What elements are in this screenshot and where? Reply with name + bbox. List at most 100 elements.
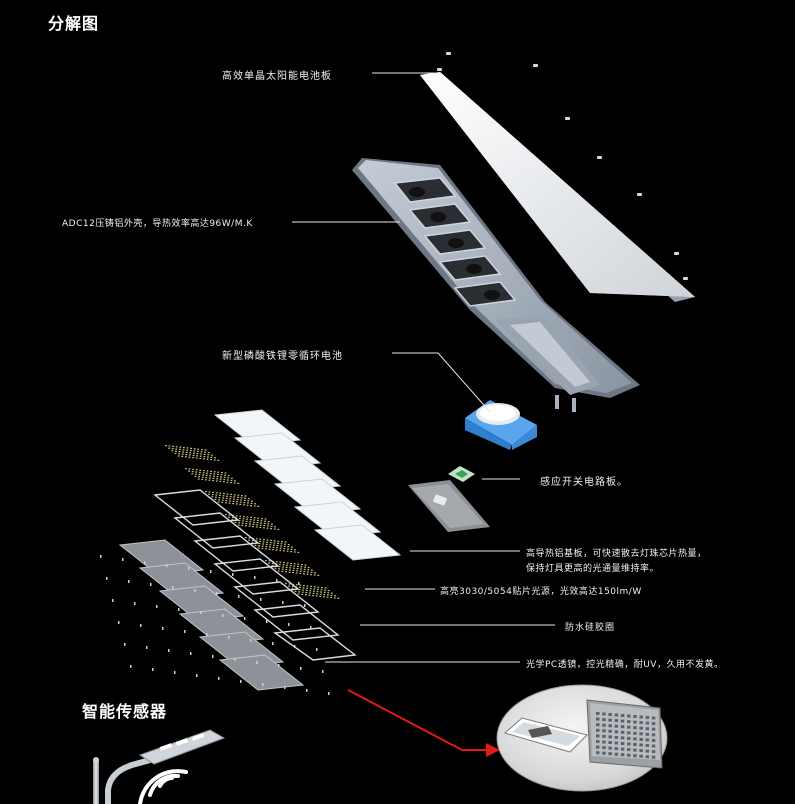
led-chip [201,449,203,451]
led-chip [278,568,280,570]
led-chip [252,526,254,528]
led-chip [223,476,226,478]
led-chip [271,523,273,525]
screw [196,674,198,677]
led-chip [239,501,242,503]
screw [272,642,274,645]
led-chip [288,571,291,573]
lens-cell [651,738,656,742]
led-chip [179,448,181,450]
led-chip [287,548,289,550]
led-chip [240,499,242,501]
led-chip [252,523,255,525]
screw [276,579,278,582]
led-chip [264,518,267,520]
led-chip [291,586,294,588]
screw [122,558,124,561]
screw [210,570,212,573]
led-chip [257,517,260,519]
led-chip [259,538,262,540]
lens-cell [620,736,625,740]
screw [112,599,114,602]
screw [118,621,120,624]
led-chip [273,528,276,530]
led-chip [297,551,300,553]
lens-cell [651,716,656,720]
screw [130,665,132,668]
led-chip [243,499,246,501]
led-chip [245,537,247,539]
lens-cell [596,751,600,755]
led-chip [197,448,200,450]
lens-cell [633,715,637,718]
led-chip [199,469,202,471]
led-chip [196,453,199,455]
led-chip [309,590,312,592]
lens-cell [651,755,656,759]
led-chip [305,594,307,596]
led-chip [282,564,285,566]
led-chip [205,491,207,493]
led-chip [337,597,340,599]
led-chip [242,520,244,522]
led-chip [263,539,265,541]
led-chip [241,495,243,497]
led-chip [277,570,280,572]
led-chip [185,451,188,453]
led-chip [231,517,234,519]
led-chip [198,476,200,478]
led-chip [212,491,214,493]
led-chip [279,547,282,549]
led-chip [330,594,333,596]
lens-cell [614,724,619,728]
lens-cell [639,737,643,741]
led-chip [280,545,282,547]
led-chip [327,592,330,594]
led-chip [265,543,268,545]
lens-cell [627,714,631,718]
led-chip [286,550,289,552]
screw [162,627,164,630]
led-chip [232,500,235,502]
led-chip [290,551,292,553]
battery [465,400,537,450]
lens-cell [602,740,606,744]
lens-cell [596,740,600,743]
led-chip [248,537,251,539]
led-chip [310,585,312,587]
lens-cell [645,727,650,731]
led-chip [324,589,326,591]
screw [256,661,258,664]
screw [144,561,146,564]
led-chip [206,472,208,474]
screw [152,668,154,671]
lens-cell [614,741,619,745]
led-chip [238,522,240,524]
lens-cell [627,725,631,729]
led-chip [192,468,194,470]
lens-cell [596,728,600,732]
led-chip [267,521,270,523]
led-chip [224,472,227,474]
led-chip [218,499,220,501]
led-chip [267,525,269,527]
led-chip [279,563,281,565]
led-chip [306,573,309,575]
led-chip [285,571,287,573]
led-chip [217,471,220,473]
led-chip [232,503,234,505]
led-chip [259,524,262,526]
led-chip [233,494,236,496]
led-chip [217,501,220,503]
led-chip [317,586,320,588]
led-chip [299,584,302,586]
led-chip [283,550,285,552]
led-chip [197,450,199,452]
led-chip [317,588,319,590]
led-chip [266,527,269,529]
led-chip [327,594,329,596]
led-chip [248,525,251,527]
led-chip [175,446,178,448]
led-chip [259,526,262,528]
led-chip [227,479,229,481]
